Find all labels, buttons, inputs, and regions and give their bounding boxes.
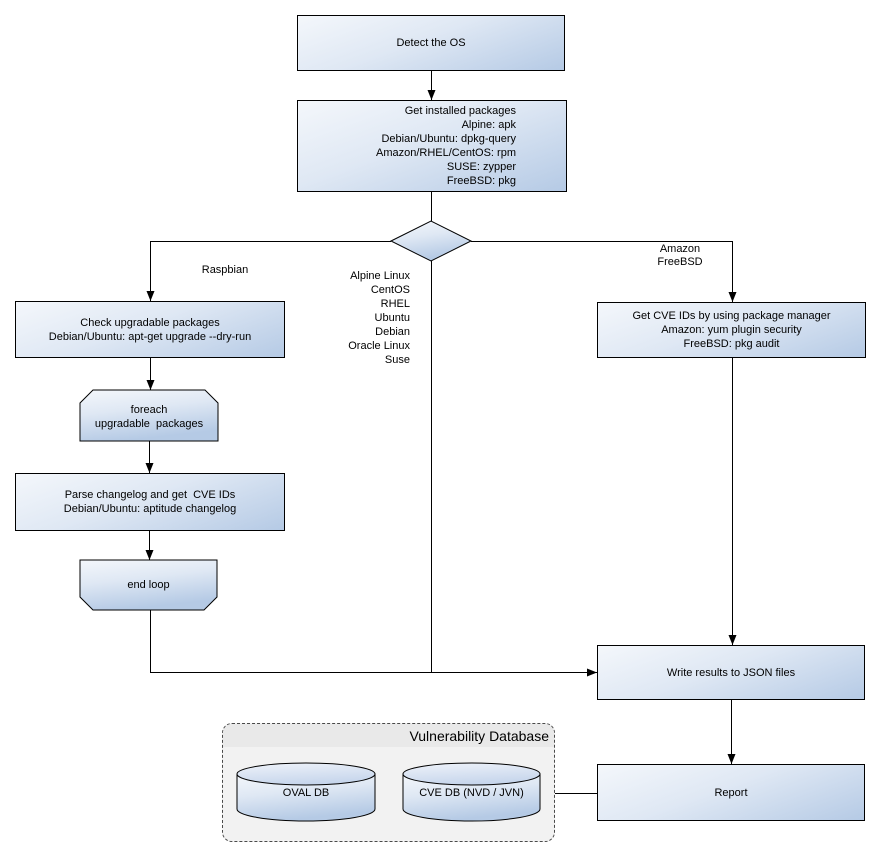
oval-db-label: OVAL DB: [282, 787, 330, 799]
vulnerability-database-header: Vulnerability Database: [223, 724, 554, 747]
node-get-installed-packages-label: Get installed packages Alpine: apk Debia…: [376, 105, 516, 187]
end-loop-label: end loop: [127, 579, 170, 591]
node-write-results-json: Write results to JSON files: [597, 645, 865, 700]
os-decision-diamond: [389, 220, 473, 262]
node-detect-os-label: Detect the OS: [396, 37, 466, 49]
node-report-label: Report: [714, 786, 748, 799]
node-parse-changelog-label: Parse changelog and get CVE IDs Debian/U…: [63, 489, 237, 515]
edge-label-main-os-list: Alpine Linux CentOS RHEL Ubuntu Debian O…: [348, 270, 410, 366]
edge-label-raspbian: Raspbian: [201, 264, 249, 276]
node-write-results-json-label: Write results to JSON files: [666, 666, 796, 679]
foreach-loop-label: foreach upgradable packages: [94, 403, 204, 430]
node-get-installed-packages: Get installed packages Alpine: apk Debia…: [297, 100, 567, 192]
node-report: Report: [597, 764, 865, 821]
cve-db-label: CVE DB (NVD / JVN): [419, 787, 524, 799]
node-detect-os: Detect the OS: [297, 15, 565, 71]
node-get-cve-ids-label: Get CVE IDs by using package manager Ama…: [632, 310, 831, 350]
node-parse-changelog: Parse changelog and get CVE IDs Debian/U…: [15, 473, 285, 531]
node-check-upgradable-packages: Check upgradable packages Debian/Ubuntu:…: [15, 301, 285, 358]
edge-label-amazon-freebsd: Amazon FreeBSD: [657, 243, 703, 268]
node-check-upgradable-packages-label: Check upgradable packages Debian/Ubuntu:…: [48, 316, 252, 343]
vulnerability-database-title: Vulnerability Database: [409, 727, 549, 744]
edge-endloop-to-write: [150, 610, 597, 677]
node-get-cve-ids: Get CVE IDs by using package manager Ama…: [597, 302, 866, 358]
